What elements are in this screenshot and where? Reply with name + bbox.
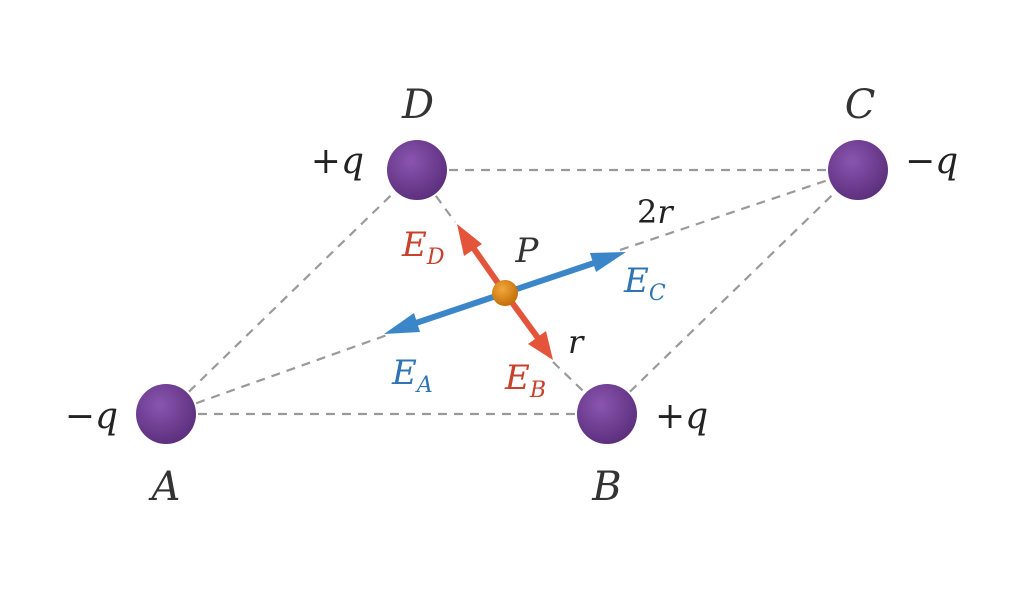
label-point-d: D — [401, 82, 434, 128]
charge-b-symbol: q — [685, 396, 708, 437]
field-eb-sub: B — [529, 378, 546, 403]
arrow-eb-head — [528, 331, 553, 360]
charge-d-symbol: q — [341, 141, 364, 182]
charge-c-sign: − — [905, 141, 935, 182]
charge-b-sphere — [577, 384, 637, 444]
charge-a-sign: − — [65, 396, 95, 437]
field-ea-sub: A — [415, 373, 433, 398]
label-point-c: C — [845, 82, 876, 128]
field-ed-sub: D — [426, 245, 445, 270]
arrow-ec-head — [590, 252, 626, 272]
distance-label-pb: r — [568, 323, 585, 361]
field-label-ec: EC — [623, 261, 666, 306]
field-eb-main: E — [504, 358, 530, 398]
label-point-p: P — [515, 231, 540, 271]
field-ed-main: E — [401, 225, 427, 265]
diagonal-p-c — [619, 168, 859, 252]
diagonal-p-b — [552, 361, 608, 415]
charge-c-symbol: q — [935, 141, 958, 182]
arrow-ea-shaft — [409, 290, 506, 328]
charge-b-sign: + — [655, 396, 685, 437]
charge-d-sign: + — [311, 141, 341, 182]
distance-pc-symbol: r — [657, 193, 674, 231]
label-point-b: B — [591, 464, 621, 510]
field-ec-sub: C — [649, 281, 666, 306]
diagonals — [165, 168, 859, 416]
edge-bc — [606, 169, 859, 415]
charges — [136, 140, 888, 444]
field-label-ea: EA — [391, 353, 433, 398]
edge-ad — [165, 169, 418, 415]
arrow-ed-head — [457, 224, 482, 256]
distance-label-pc: 2r — [637, 193, 674, 231]
charge-a-sphere — [136, 384, 196, 444]
charge-label-b: +q — [655, 396, 708, 437]
distance-pb-symbol: r — [568, 323, 585, 361]
arrow-ea-head — [384, 313, 420, 334]
arrow-ec-shaft — [504, 258, 601, 296]
diagonal-a-p — [165, 332, 391, 416]
parallelogram-edges — [165, 168, 859, 416]
field-ec-main: E — [623, 261, 649, 301]
charge-label-d: +q — [311, 141, 364, 182]
point-p-marker — [492, 280, 518, 306]
field-label-ed: ED — [401, 225, 445, 270]
field-label-eb: EB — [504, 358, 546, 403]
charge-a-symbol: q — [95, 396, 118, 437]
label-point-a: A — [148, 464, 181, 510]
diagonal-d-p — [416, 169, 456, 223]
charge-d-sphere — [387, 140, 447, 200]
field-ea-main: E — [391, 353, 417, 393]
charge-label-c: −q — [905, 141, 958, 182]
charge-c-sphere — [828, 140, 888, 200]
charge-label-a: −q — [65, 396, 118, 437]
distance-pc-coef: 2 — [637, 193, 657, 231]
